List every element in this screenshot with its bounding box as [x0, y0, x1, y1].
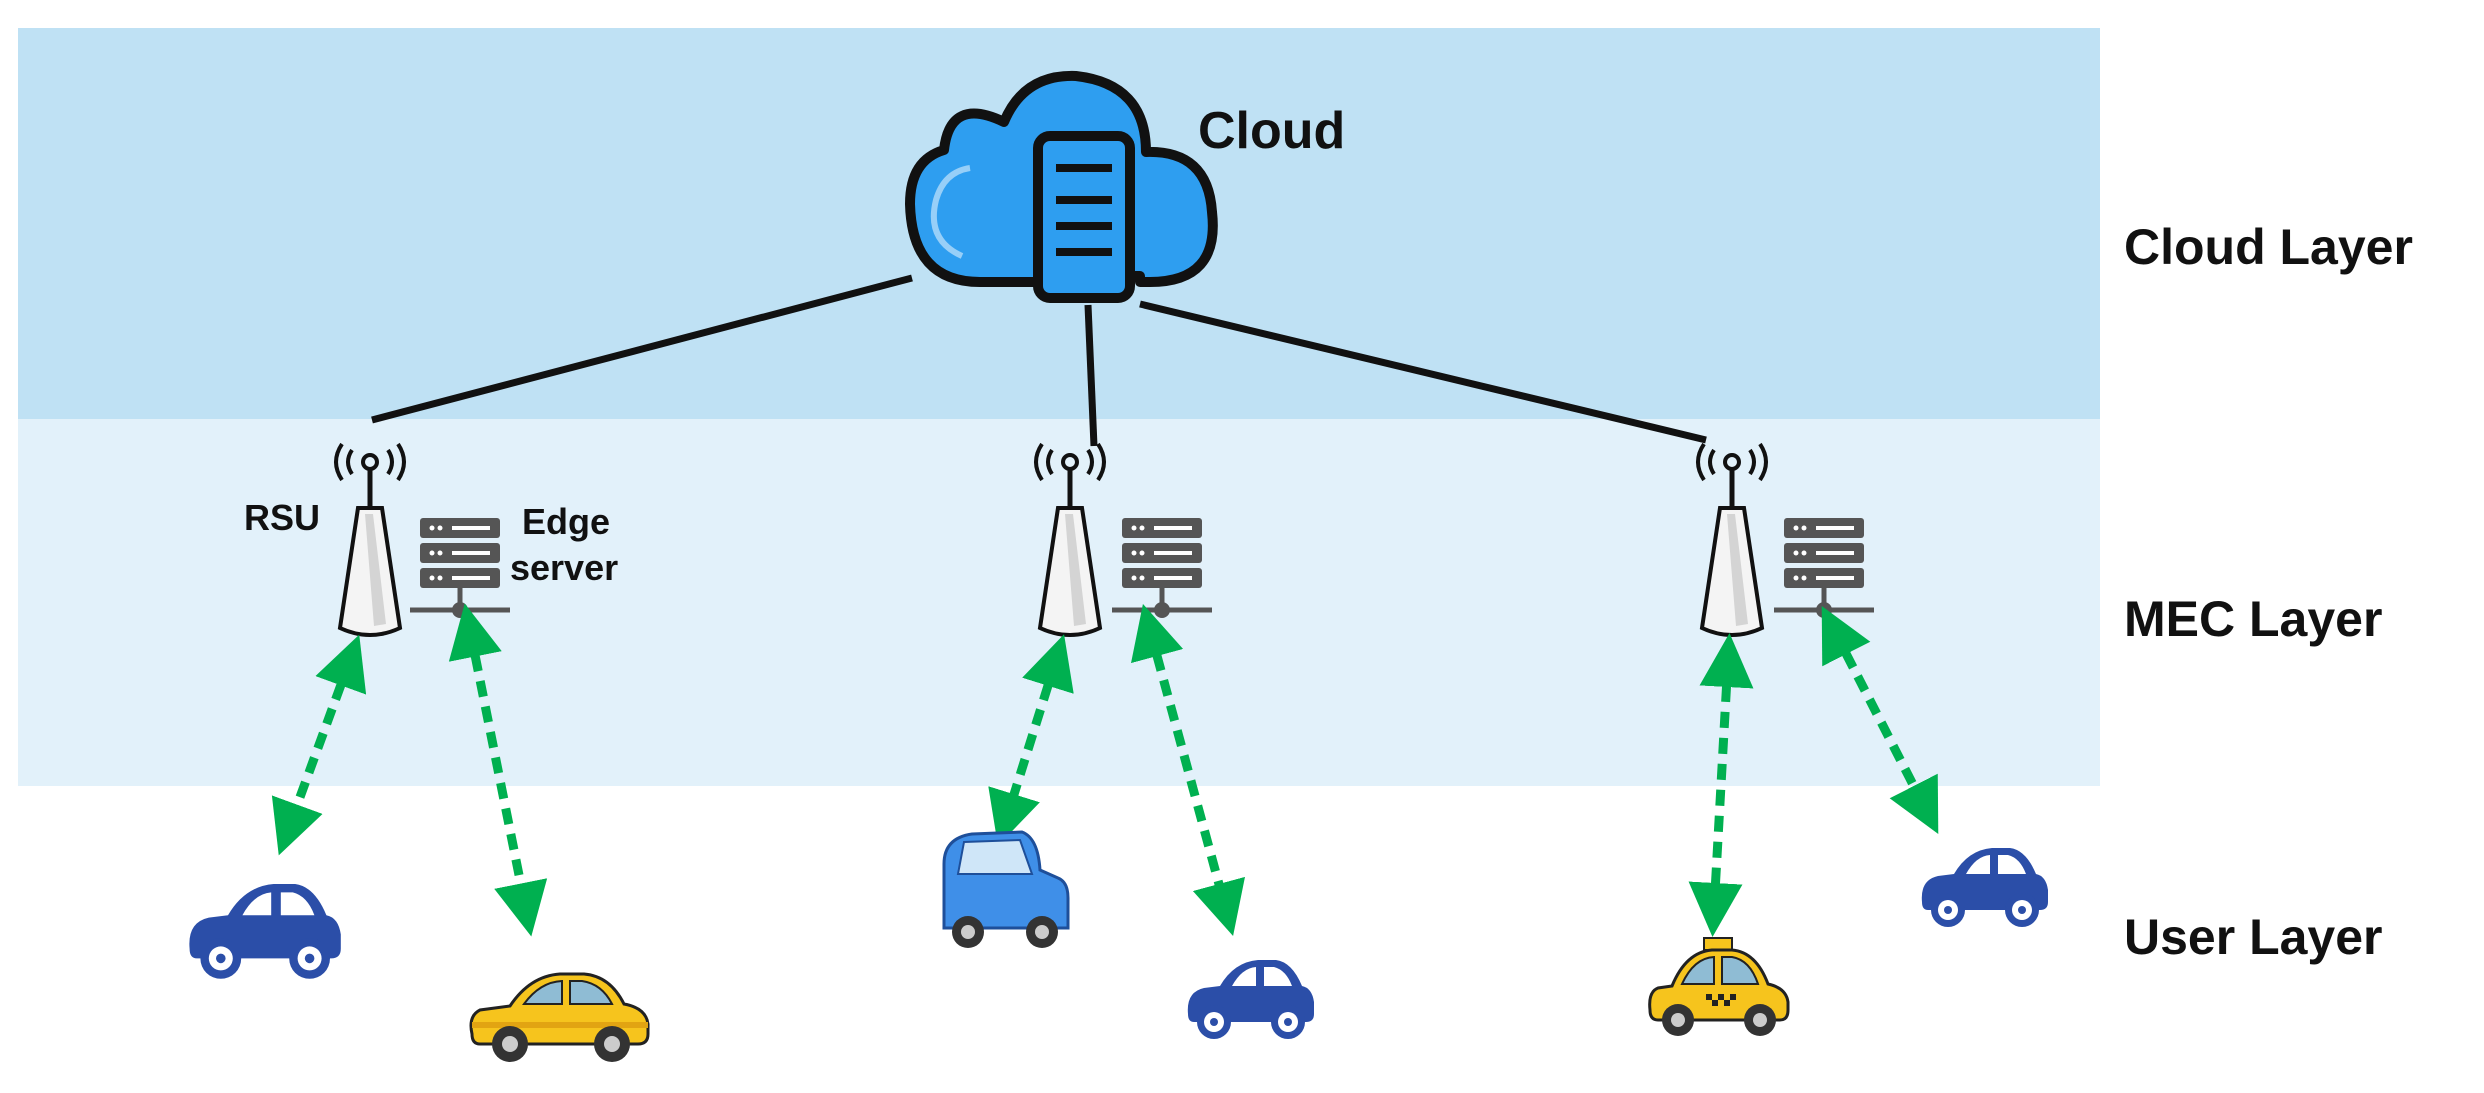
mec-layer-label: MEC Layer	[2124, 591, 2382, 647]
car-icon	[189, 884, 341, 979]
user-layer-label: User Layer	[2124, 909, 2383, 965]
cloud-label: Cloud	[1198, 102, 1345, 160]
edge-server-label-line2: server	[510, 547, 618, 588]
taxi-icon	[1648, 936, 1790, 1038]
wireless-link	[1131, 603, 1245, 937]
cloud-layer-label: Cloud Layer	[2124, 219, 2413, 275]
backhaul-link-right	[1139, 300, 1707, 444]
backhaul-link-middle	[1084, 304, 1098, 447]
wireless-link	[1821, 605, 1939, 835]
wireless-link	[1688, 633, 1754, 937]
rsu-label: RSU	[244, 497, 320, 538]
backhaul-link-left	[371, 274, 913, 424]
car-icon	[1921, 848, 2048, 927]
taxi-icon	[469, 972, 650, 1064]
wireless-link	[448, 603, 548, 937]
wireless-link	[988, 634, 1074, 846]
edge-server-label-line1: Edge	[522, 501, 610, 542]
wireless-link	[271, 634, 367, 856]
microcar-icon	[942, 830, 1070, 950]
car-icon	[1187, 960, 1314, 1039]
cloud-server-icon	[905, 70, 1218, 303]
